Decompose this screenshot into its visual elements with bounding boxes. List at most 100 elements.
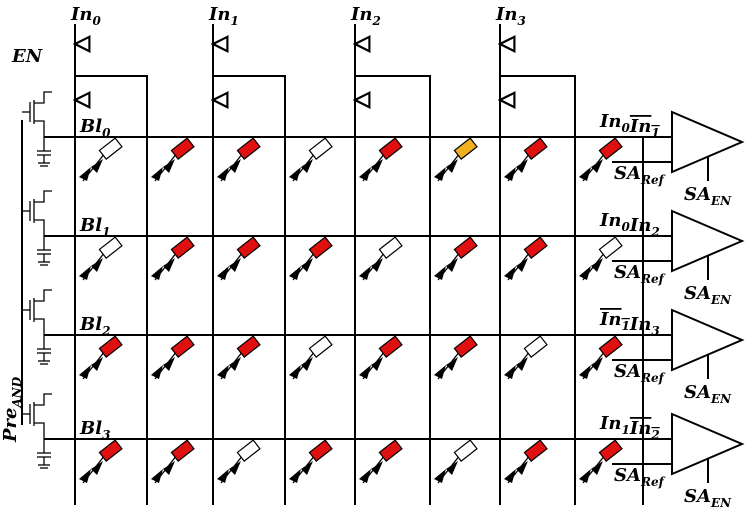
memory-cell xyxy=(504,439,548,484)
diode-icon xyxy=(289,469,301,483)
input-label-2: In2 xyxy=(350,4,381,28)
rram-icon xyxy=(523,137,548,160)
sa-ref-label-3: SARef xyxy=(614,465,666,489)
memory-cell xyxy=(151,236,195,281)
cell-lead xyxy=(507,251,531,281)
cell-lead xyxy=(437,251,461,281)
sa-en-label-2: SAEN xyxy=(684,382,732,406)
drain-3 xyxy=(34,393,52,406)
rram-icon xyxy=(98,137,123,160)
rram-icon xyxy=(236,439,261,462)
memory-cell xyxy=(434,439,478,484)
diode-icon xyxy=(371,258,383,272)
rram-icon xyxy=(236,236,261,259)
rram-icon xyxy=(308,137,333,160)
input-label-1: In1 xyxy=(208,4,239,28)
rram-icon xyxy=(170,137,195,160)
memory-cell xyxy=(151,335,195,380)
cell-lead xyxy=(292,454,316,484)
diode-icon xyxy=(151,266,163,280)
cell-lead xyxy=(437,152,461,182)
diode-icon xyxy=(371,159,383,173)
diode-icon xyxy=(591,159,603,173)
diode-icon xyxy=(579,469,591,483)
memory-cell xyxy=(79,335,123,380)
rram-icon xyxy=(598,137,623,160)
diode-icon xyxy=(151,469,163,483)
memory-cell xyxy=(579,439,623,484)
diode-icon xyxy=(91,357,103,371)
rram-icon xyxy=(378,236,403,259)
memory-cell xyxy=(434,335,478,380)
diode-icon xyxy=(591,258,603,272)
output-label-1: In0In2 xyxy=(599,210,660,239)
cell-lead xyxy=(362,350,386,380)
rram-icon xyxy=(170,439,195,462)
diode-icon xyxy=(217,167,229,181)
memory-cell xyxy=(434,137,478,182)
bitline-label-0: Bl0 xyxy=(79,116,111,140)
diode-icon xyxy=(217,266,229,280)
diode-icon xyxy=(446,159,458,173)
cell-lead xyxy=(582,350,606,380)
enable-label: EN xyxy=(11,46,44,67)
diode-icon xyxy=(163,461,175,475)
cell-lead xyxy=(582,454,606,484)
diode-icon xyxy=(579,266,591,280)
diode-icon xyxy=(516,461,528,475)
output-label-0: In0In1 xyxy=(599,111,660,140)
diode-icon xyxy=(229,258,241,272)
sa-en-label-1: SAEN xyxy=(684,283,732,307)
sa-en-label-3: SAEN xyxy=(684,486,732,510)
memory-cell xyxy=(434,236,478,281)
diode-icon xyxy=(504,469,516,483)
rram-icon xyxy=(453,439,478,462)
diode-icon xyxy=(289,365,301,379)
sa-ref-label-2: SARef xyxy=(614,361,666,385)
rram-icon xyxy=(236,137,261,160)
diode-icon xyxy=(591,461,603,475)
diode-icon xyxy=(301,357,313,371)
memory-cell xyxy=(359,137,403,182)
memory-cell xyxy=(151,137,195,182)
diode-icon xyxy=(359,365,371,379)
rram-icon xyxy=(308,439,333,462)
source-1 xyxy=(34,219,45,236)
rram-icon xyxy=(170,236,195,259)
cell-lead xyxy=(220,350,244,380)
drain-1 xyxy=(34,190,52,203)
diode-icon xyxy=(229,357,241,371)
diode-icon xyxy=(516,258,528,272)
diode-icon xyxy=(79,266,91,280)
diode-icon xyxy=(516,159,528,173)
rram-icon xyxy=(453,137,478,160)
memory-cell xyxy=(579,236,623,281)
diode-icon xyxy=(359,266,371,280)
bitline-label-3: Bl3 xyxy=(79,418,110,442)
complement-line-0 xyxy=(75,75,148,505)
output-label-3: In1In2 xyxy=(599,413,660,442)
diode-icon xyxy=(434,167,446,181)
diode-icon xyxy=(151,167,163,181)
memory-cell xyxy=(289,335,333,380)
rram-icon xyxy=(308,236,333,259)
memory-cell xyxy=(217,439,261,484)
bitline-label-1: Bl1 xyxy=(79,215,110,239)
diode-icon xyxy=(79,365,91,379)
cell-lead xyxy=(82,251,106,281)
cell-lead xyxy=(362,251,386,281)
cell-lead xyxy=(292,350,316,380)
diode-icon xyxy=(504,365,516,379)
diode-icon xyxy=(163,159,175,173)
diode-icon xyxy=(301,461,313,475)
diode-icon xyxy=(579,365,591,379)
rram-icon xyxy=(453,236,478,259)
cell-lead xyxy=(582,152,606,182)
memory-cell xyxy=(79,137,123,182)
cell-lead xyxy=(154,152,178,182)
cell-lead xyxy=(220,454,244,484)
source-2 xyxy=(34,318,45,335)
diode-icon xyxy=(217,469,229,483)
memory-cell xyxy=(504,137,548,182)
diode-icon xyxy=(301,258,313,272)
